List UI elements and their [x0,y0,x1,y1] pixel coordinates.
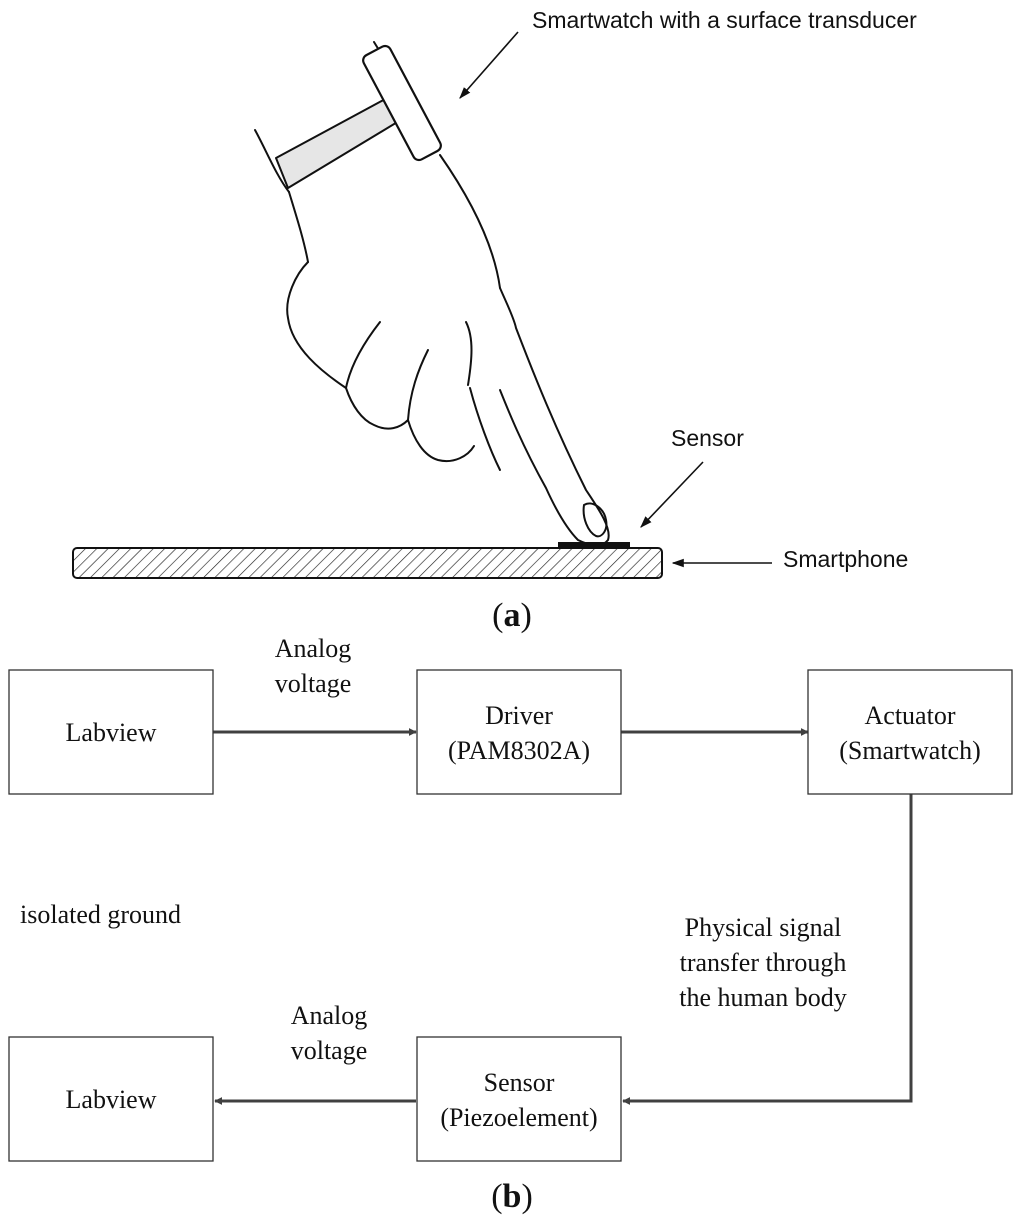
sensor-box: Sensor (Piezoelement) [416,1036,622,1162]
sensor-callout-arrow [640,461,704,528]
physical-signal-line1: Physical signal [685,913,842,942]
actuator-device-label: (Smartwatch) [839,736,981,765]
labview-bottom-label: Labview [66,1085,157,1114]
analog-voltage-top-line2: voltage [275,669,352,698]
panel-b-caption: (b) [491,1178,533,1215]
thumb [465,321,473,386]
thumb-edge [469,387,501,471]
smartphone-device [72,547,663,579]
forearm-left-edge [254,129,290,193]
actuator-box: Actuator (Smartwatch) [807,669,1013,795]
analog-voltage-top-line1: Analog [275,634,352,663]
sensor-label: Sensor [671,425,744,451]
driver-label: Driver [485,701,553,730]
smartphone-label: Smartphone [783,546,908,572]
sensor-element [558,542,630,547]
driver-model-label: (PAM8302A) [448,736,590,765]
fingernail [582,502,608,538]
labview-top-box: Labview [8,669,214,795]
hand-illustration [254,41,610,547]
index-finger [499,287,610,547]
finger-crease-1 [345,321,381,389]
physical-signal-line3: the human body [679,983,847,1012]
curled-fingers [286,261,475,462]
palm-left-edge [288,191,309,263]
arrow-actuator-to-sensor [622,794,913,1105]
physical-signal-line2: transfer through [680,948,847,977]
smartwatch-body [362,44,442,162]
finger-crease-2 [407,349,429,421]
sensor-box-type-label: (Piezoelement) [440,1103,597,1132]
actuator-label: Actuator [865,701,956,730]
labview-bottom-box: Labview [8,1036,214,1162]
back-of-hand [439,154,501,289]
isolated-ground-label: isolated ground [20,900,181,929]
labview-top-label: Labview [66,718,157,747]
analog-voltage-bottom-line2: voltage [291,1036,368,1065]
panel-b: Labview Driver (PAM8302A) Actuator (Smar… [8,634,1013,1215]
sensor-box-label: Sensor [484,1068,555,1097]
panel-a: Smartwatch with a surface transducer Sen… [72,7,917,634]
smartwatch-callout-arrow [459,31,519,99]
panel-a-caption: (a) [492,597,532,634]
analog-voltage-bottom-line1: Analog [291,1001,368,1030]
smartwatch-label: Smartwatch with a surface transducer [532,7,917,33]
driver-box: Driver (PAM8302A) [416,669,622,795]
